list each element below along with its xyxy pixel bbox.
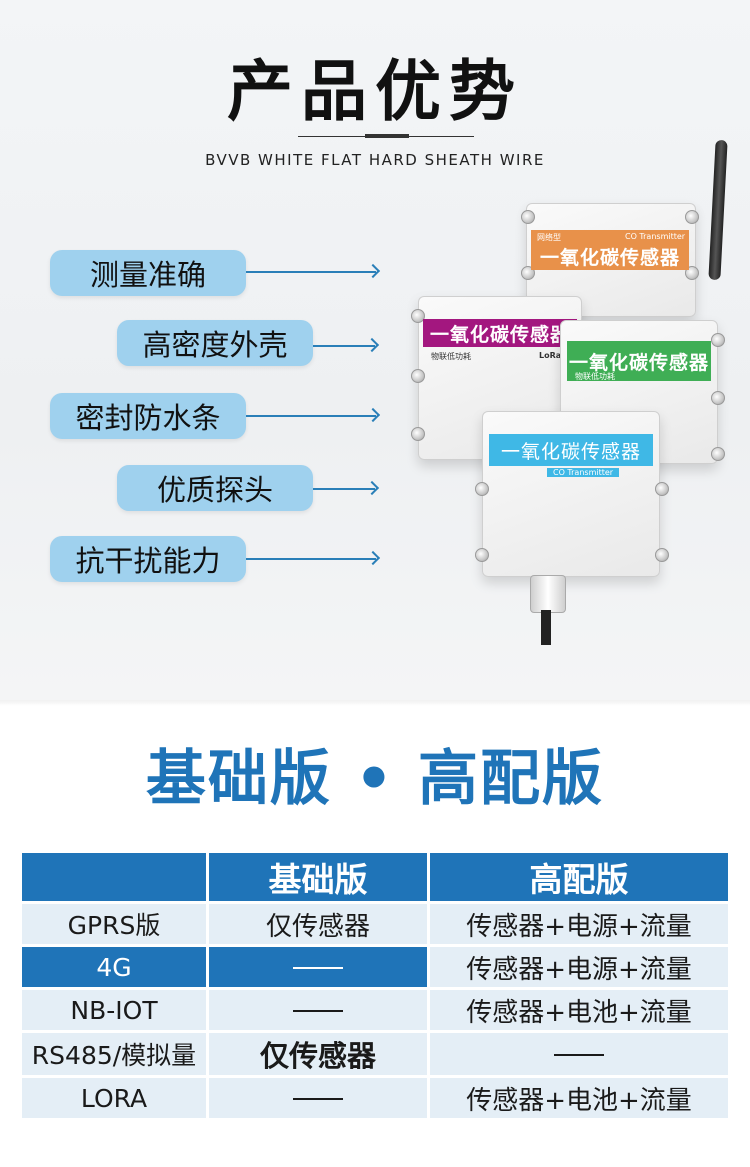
arrow-icon — [246, 271, 376, 273]
table-cell-basic: 仅传感器 — [209, 1033, 427, 1075]
table-cell-version: NB-IOT — [22, 990, 206, 1030]
section-divider — [0, 700, 750, 706]
product-tail: LoRa — [539, 351, 562, 360]
table-cell-pro: 传感器+电池+流量 — [430, 990, 728, 1030]
table-row: RS485/模拟量 仅传感器 — [22, 1033, 728, 1075]
screw-icon — [711, 333, 725, 347]
arrow-icon — [246, 415, 376, 417]
feature-interference: 抗干扰能力 — [50, 536, 246, 582]
screw-icon — [655, 482, 669, 496]
product-sub: CO Transmitter — [547, 468, 620, 477]
table-cell-basic — [209, 990, 427, 1030]
screw-icon — [411, 427, 425, 441]
product-small: 物联低功耗 — [575, 372, 615, 381]
arrow-icon — [246, 558, 376, 560]
page-subtitle: BVVB WHITE FLAT HARD SHEATH WIRE — [205, 151, 545, 169]
feature-seal: 密封防水条 — [50, 393, 246, 439]
feature-housing: 高密度外壳 — [117, 320, 313, 366]
table-cell-pro: 传感器+电源+流量 — [430, 947, 728, 987]
table-cell-pro: 传感器+电池+流量 — [430, 1078, 728, 1118]
arrow-icon — [313, 345, 375, 347]
screw-icon — [655, 548, 669, 562]
table-row: 4G 传感器+电源+流量 — [22, 947, 728, 987]
table-row: GPRS版 仅传感器 传感器+电源+流量 — [22, 904, 728, 944]
screw-icon — [521, 210, 535, 224]
table-header-cell: 高配版 — [430, 853, 728, 901]
table-cell-version: RS485/模拟量 — [22, 1033, 206, 1075]
arrow-icon — [313, 488, 375, 490]
section-title: 基础版 • 高配版 — [145, 744, 605, 814]
screw-icon — [411, 369, 425, 383]
table-cell-basic — [209, 1078, 427, 1118]
feature-measurement: 测量准确 — [50, 250, 246, 296]
table-header-cell — [22, 853, 206, 901]
feature-probe: 优质探头 — [117, 465, 313, 511]
table-cell-version: 4G — [22, 947, 206, 987]
product-cyan: 一氧化碳传感器 CO Transmitter — [475, 411, 669, 577]
table-header-row: 基础版 高配版 — [22, 853, 728, 901]
table-cell-basic: 仅传感器 — [209, 904, 427, 944]
product-tag: 网络型 — [537, 233, 561, 242]
screw-icon — [685, 210, 699, 224]
table-cell-pro — [430, 1033, 728, 1075]
product-name: 一氧化碳传感器 — [567, 341, 711, 381]
comparison-table: 基础版 高配版 GPRS版 仅传感器 传感器+电源+流量 4G 传感器+电源+流… — [19, 850, 731, 1121]
screw-icon — [711, 447, 725, 461]
page-title: 产品优势 — [227, 53, 523, 130]
table-cell-pro: 传感器+电源+流量 — [430, 904, 728, 944]
dash-icon — [293, 966, 343, 969]
product-name: 一氧化碳传感器 — [423, 319, 577, 347]
product-name: 一氧化碳传感器 — [489, 434, 653, 466]
product-label — [531, 230, 689, 270]
screw-icon — [475, 548, 489, 562]
table-cell-version: GPRS版 — [22, 904, 206, 944]
dash-icon — [293, 1097, 343, 1100]
dash-icon — [293, 1009, 343, 1012]
product-sub: CO Transmitter — [625, 232, 686, 241]
screw-icon — [475, 482, 489, 496]
screw-icon — [411, 309, 425, 323]
cable — [541, 610, 551, 645]
table-header-cell: 基础版 — [209, 853, 427, 901]
product-small: 物联低功耗 — [431, 352, 471, 361]
table-row: LORA 传感器+电池+流量 — [22, 1078, 728, 1118]
table-cell-version: LORA — [22, 1078, 206, 1118]
title-rule-accent — [365, 134, 409, 138]
product-name: 一氧化碳传感器 — [539, 246, 680, 269]
cable-gland — [530, 575, 566, 613]
table-cell-basic — [209, 947, 427, 987]
dash-icon — [554, 1053, 604, 1056]
screw-icon — [711, 391, 725, 405]
table-row: NB-IOT 传感器+电池+流量 — [22, 990, 728, 1030]
